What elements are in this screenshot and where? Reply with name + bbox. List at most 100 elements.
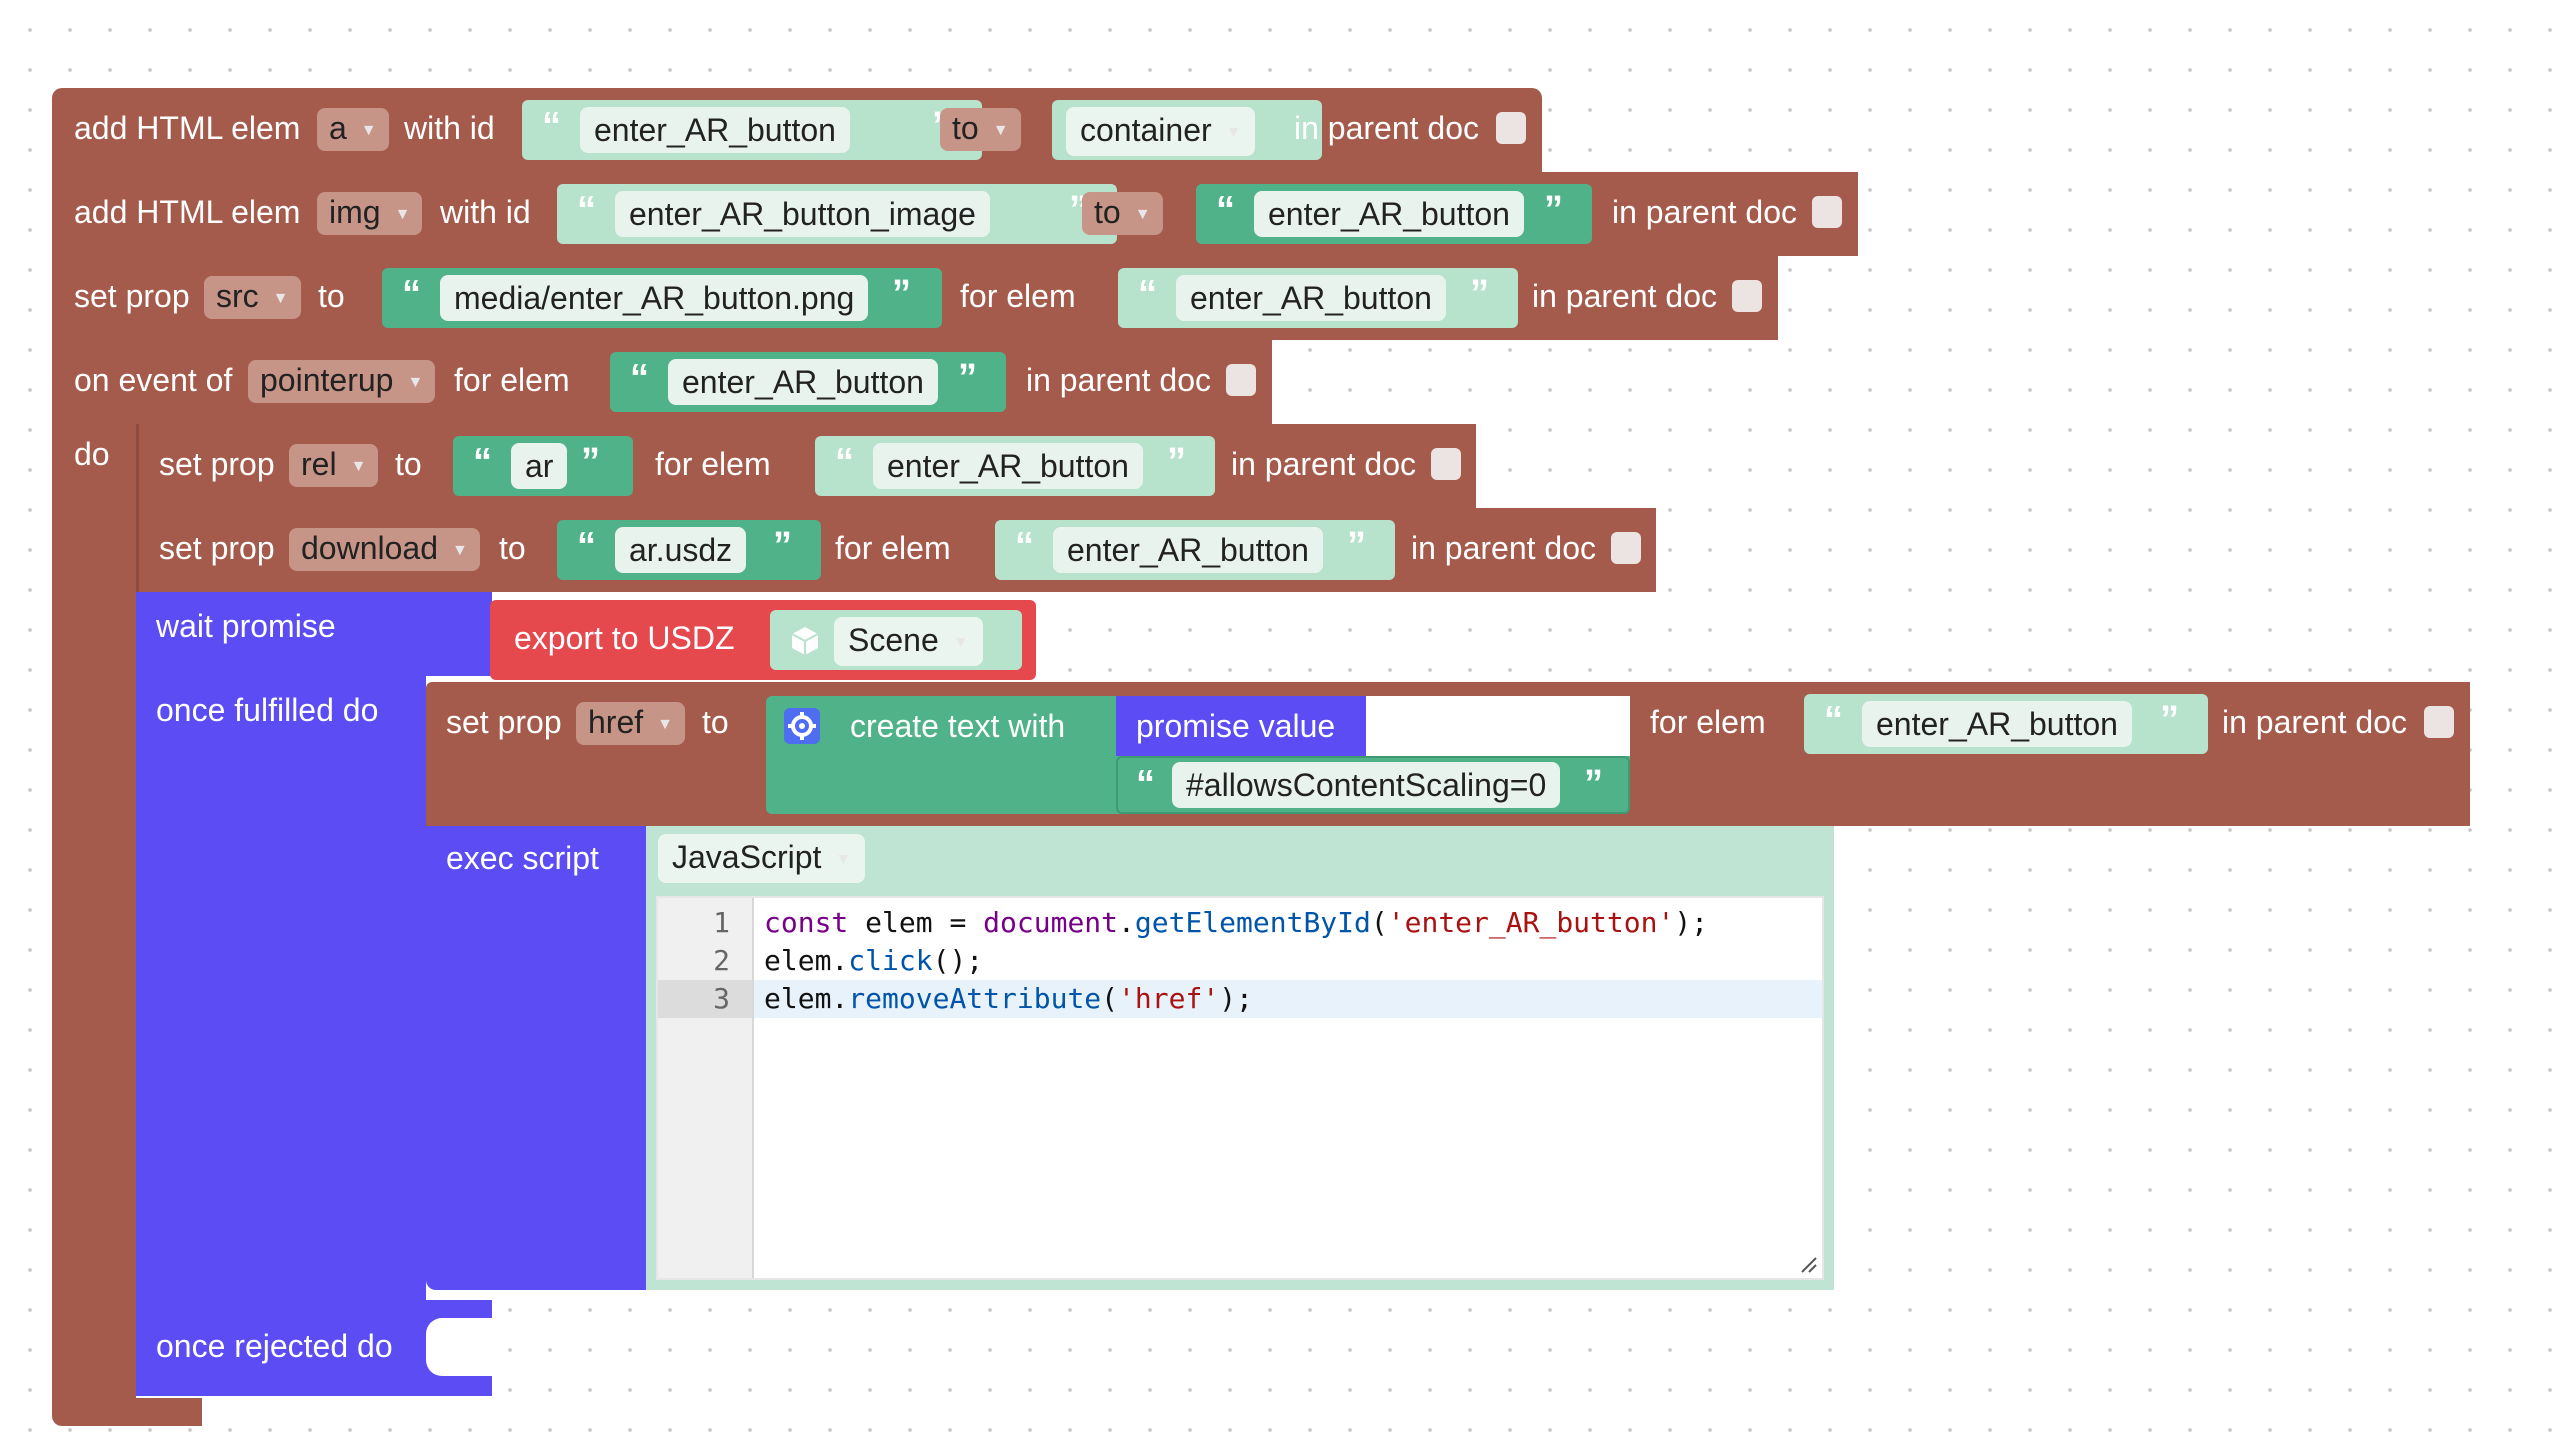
on-event-block[interactable]: on event of pointerup▼ for elem “ enter_… — [52, 340, 1272, 424]
language-dropdown[interactable]: JavaScript▼ — [658, 834, 866, 883]
empty-rejected-slot[interactable] — [426, 1318, 496, 1376]
block-label: set prop — [159, 446, 275, 482]
text-value[interactable]: media/enter_AR_button.png — [440, 275, 869, 321]
text-block[interactable]: “ enter_AR_button ” — [1118, 268, 1518, 328]
in-parent-doc-checkbox[interactable] — [1226, 364, 1256, 396]
line-number: 2 — [713, 944, 730, 977]
prop-dropdown[interactable]: rel▼ — [289, 444, 379, 487]
block-label: in parent doc — [1294, 110, 1480, 146]
block-label: wait promise — [156, 608, 336, 644]
text-block[interactable]: “ ar ” — [453, 436, 633, 496]
script-editor-frame: JavaScript▼ 1 2 3 const elem = document.… — [646, 826, 1834, 1290]
event-do-spine — [52, 424, 136, 1414]
exec-script-block[interactable]: exec script — [426, 826, 646, 1290]
set-prop-block[interactable]: set prop src▼ to “ media/enter_AR_button… — [52, 256, 1778, 340]
promise-spine — [136, 676, 426, 1396]
block-label: set prop — [446, 704, 562, 740]
text-value[interactable]: enter_AR_button — [1862, 701, 2132, 747]
block-label: for elem — [454, 362, 570, 398]
set-prop-block[interactable]: set prop rel▼ to “ ar ” for elem “ enter… — [136, 424, 1476, 508]
text-block[interactable]: “ enter_AR_button ” — [610, 352, 1006, 412]
text-block[interactable]: “ media/enter_AR_button.png ” — [382, 268, 942, 328]
add-html-elem-block[interactable]: add HTML elem img▼ with id “ enter_AR_bu… — [52, 172, 1858, 256]
to-dropdown[interactable]: to▼ — [1082, 192, 1163, 235]
block-label: to — [318, 278, 345, 314]
block-label: in parent doc — [1026, 362, 1212, 398]
block-label: for elem — [1650, 704, 1766, 740]
add-html-elem-block[interactable]: add HTML elem a▼ with id “ enter_AR_butt… — [52, 88, 1542, 172]
prop-dropdown[interactable]: href▼ — [576, 702, 685, 745]
code-line[interactable]: const elem = document.getElementById('en… — [764, 906, 1709, 939]
text-block[interactable]: “ enter_AR_button ” — [1804, 694, 2208, 754]
set-prop-block[interactable]: set prop download▼ to “ ar.usdz ” for el… — [136, 508, 1656, 592]
block-label: set prop — [159, 530, 275, 566]
text-value[interactable]: #allowsContentScaling=0 — [1172, 762, 1561, 808]
text-value[interactable]: enter_AR_button — [1254, 191, 1524, 237]
line-number: 1 — [713, 906, 730, 939]
block-label: to — [395, 446, 422, 482]
text-value[interactable]: enter_AR_button — [1176, 275, 1446, 321]
in-parent-doc-checkbox[interactable] — [1431, 448, 1461, 480]
tag-dropdown[interactable]: img▼ — [317, 192, 423, 235]
event-dropdown[interactable]: pointerup▼ — [248, 360, 436, 403]
text-value[interactable]: enter_AR_button — [873, 443, 1143, 489]
block-label: for elem — [835, 530, 951, 566]
container-dropdown[interactable]: container▼ — [1066, 107, 1256, 156]
block-label: add HTML elem — [74, 110, 301, 146]
in-parent-doc-checkbox[interactable] — [1812, 196, 1842, 228]
block-label: to — [499, 530, 526, 566]
code-line[interactable]: elem.removeAttribute('href'); — [764, 982, 1253, 1015]
text-value[interactable]: ar — [511, 443, 568, 489]
text-block[interactable]: “ enter_AR_button ” — [522, 100, 982, 160]
block-label: with id — [404, 110, 495, 146]
block-label: in parent doc — [1612, 194, 1798, 230]
block-label: for elem — [655, 446, 771, 482]
prop-dropdown[interactable]: download▼ — [289, 528, 480, 571]
export-usdz-block[interactable]: export to USDZ Scene▼ — [490, 600, 1036, 680]
container-dropdown-block[interactable]: container▼ — [1052, 100, 1322, 160]
text-value[interactable]: enter_AR_button — [668, 359, 938, 405]
cube-icon — [788, 624, 822, 658]
block-label: in parent doc — [1532, 278, 1718, 314]
text-block[interactable]: “ ar.usdz ” — [557, 520, 821, 580]
text-value[interactable]: ar.usdz — [615, 527, 747, 573]
once-fulfilled-label: once fulfilled do — [156, 692, 379, 728]
empty-input-row — [1366, 696, 1630, 756]
block-label: for elem — [960, 278, 1076, 314]
text-value[interactable]: enter_AR_button_image — [615, 191, 990, 237]
block-label: with id — [440, 194, 531, 230]
in-parent-doc-checkbox[interactable] — [2424, 706, 2454, 738]
block-label: create text with — [850, 708, 1066, 744]
block-label: export to USDZ — [514, 620, 735, 656]
text-block[interactable]: “ #allowsContentScaling=0 ” — [1116, 756, 1630, 814]
create-text-block[interactable]: create text with promise value “ #allows… — [766, 696, 1630, 814]
text-block[interactable]: “ enter_AR_button_image ” — [557, 184, 1117, 244]
promise-value-block[interactable]: promise value — [1116, 696, 1366, 756]
line-number: 3 — [658, 980, 752, 1018]
event-block-foot — [52, 1398, 202, 1426]
in-parent-doc-checkbox[interactable] — [1732, 280, 1762, 312]
scene-dropdown[interactable]: Scene▼ — [834, 617, 983, 666]
block-label: in parent doc — [1231, 446, 1417, 482]
in-parent-doc-checkbox[interactable] — [1496, 112, 1526, 144]
gear-icon[interactable] — [784, 708, 820, 744]
to-dropdown[interactable]: to▼ — [940, 108, 1021, 151]
text-block[interactable]: “ enter_AR_button ” — [1196, 184, 1592, 244]
tag-dropdown[interactable]: a▼ — [317, 108, 389, 151]
text-block[interactable]: “ enter_AR_button ” — [995, 520, 1395, 580]
text-block[interactable]: “ enter_AR_button ” — [815, 436, 1215, 496]
resize-grip-icon[interactable] — [1800, 1256, 1818, 1274]
block-label: in parent doc — [2222, 704, 2408, 740]
in-parent-doc-checkbox[interactable] — [1611, 532, 1641, 564]
wait-promise-block[interactable] — [136, 592, 492, 676]
code-editor[interactable]: 1 2 3 const elem = document.getElementBy… — [656, 896, 1824, 1280]
set-prop-block[interactable]: set prop href▼ to create text with promi… — [426, 682, 2470, 826]
prop-dropdown[interactable]: src▼ — [204, 276, 301, 319]
text-value[interactable]: enter_AR_button — [1053, 527, 1323, 573]
line-gutter: 1 2 3 — [658, 898, 754, 1278]
active-line-highlight — [754, 980, 1822, 1018]
code-line[interactable]: elem.click(); — [764, 944, 984, 977]
text-value[interactable]: enter_AR_button — [580, 107, 850, 153]
scene-dropdown-block[interactable]: Scene▼ — [770, 610, 1022, 670]
